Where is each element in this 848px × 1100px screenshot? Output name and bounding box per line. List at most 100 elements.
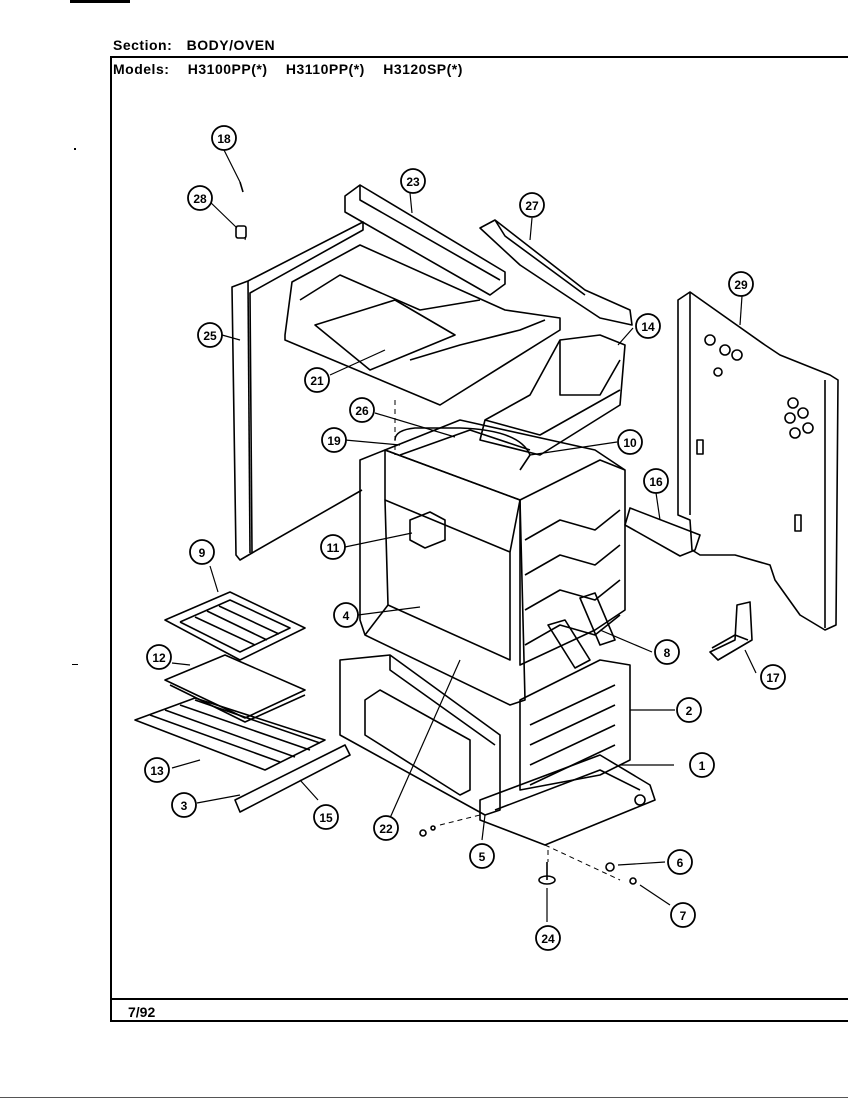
callout-8: 8 [654,639,680,665]
footer-rule [112,998,848,1000]
callout-circle [643,468,669,494]
callout-circle [144,757,170,783]
callout-circle [760,664,786,690]
callout-17: 17 [760,664,786,690]
callout-circle [676,697,702,723]
callout-28: 28 [187,185,213,211]
callout-2: 2 [676,697,702,723]
callout-23: 23 [400,168,426,194]
part-29-back-panel [677,291,839,631]
callout-number: 27 [525,199,539,213]
callout-10: 10 [617,429,643,455]
callout-circle [321,427,347,453]
page-bottom-rule [0,1097,848,1098]
callout-number: 2 [686,704,693,718]
revision-date: 7/92 [128,1004,156,1020]
callout-circle [667,849,693,875]
part-18-screw [239,181,244,193]
callout-number: 5 [479,850,486,864]
callout-number: 12 [152,651,166,665]
part-16-bracket [624,507,701,557]
models-label: Models: [113,61,170,77]
callout-number: 23 [406,175,420,189]
section-value: BODY/OVEN [186,37,276,53]
callout-7: 7 [670,902,696,928]
callout-15: 15 [313,804,339,830]
callout-number: 29 [734,278,748,292]
callout-number: 10 [623,436,637,450]
part-2-side-panel [519,659,631,791]
callout-11: 11 [320,534,346,560]
callout-circle [146,644,172,670]
callout-12: 12 [146,644,172,670]
scan-artifact [70,0,130,3]
callout-19: 19 [321,427,347,453]
callout-number: 22 [379,822,393,836]
callout-circle [728,271,754,297]
callout-circle [535,925,561,951]
callout-14: 14 [635,313,661,339]
callout-number: 24 [541,932,555,946]
model-number: H3100PP(*) [187,61,268,77]
part-23-top-rail [344,184,506,296]
callout-number: 21 [310,374,324,388]
model-number: H3110PP(*) [285,61,365,77]
part-28-clip [235,225,247,239]
part-21-cooktop-pan [284,244,561,406]
section-label: Section: [113,37,173,53]
leader-lines [171,149,757,922]
part-25-side-panel [231,221,364,561]
part-oven-front-frame [359,449,526,706]
callout-number: 18 [217,132,231,146]
part-8-hinge [547,592,616,669]
part-15-rail [234,744,351,813]
part-9-broil-pan [164,591,306,661]
callout-number: 8 [664,646,671,660]
callout-27: 27 [519,192,545,218]
callout-6: 6 [667,849,693,875]
callout-16: 16 [643,468,669,494]
callout-circle [211,125,237,151]
callout-circle [617,429,643,455]
callout-18: 18 [211,125,237,151]
callout-22: 22 [373,815,399,841]
part-oven-liner [384,419,626,666]
callout-number: 16 [649,475,663,489]
callout-number: 3 [181,799,188,813]
callout-circle [171,792,197,818]
scan-speck [74,148,76,150]
part-24-leveling-leg [538,862,556,885]
part-27-back-guard [479,219,633,326]
callout-circle [400,168,426,194]
callout-circle [197,322,223,348]
callout-5: 5 [469,843,495,869]
callout-13: 13 [144,757,170,783]
callout-number: 4 [343,609,350,623]
section-header: Section: BODY/OVEN [113,37,275,53]
callout-circle [635,313,661,339]
alignment-lines [244,235,621,881]
callout-26: 26 [349,397,375,423]
callout-number: 25 [203,329,217,343]
part-14-liner-top [479,334,626,456]
callout-9: 9 [189,539,215,565]
callout-number: 19 [327,434,341,448]
callout-circle [187,185,213,211]
callout-number: 7 [680,909,687,923]
callout-number: 15 [319,811,333,825]
callout-circle [304,367,330,393]
part-1-base [479,754,656,846]
callout-number: 14 [641,320,655,334]
callout-number: 17 [766,671,780,685]
part-17-bracket [709,601,753,661]
callout-circle [349,397,375,423]
part-11-sensor [409,511,446,549]
callout-circle [313,804,339,830]
callout-number: 13 [150,764,164,778]
model-number: H3120SP(*) [383,61,463,77]
callout-number: 9 [199,546,206,560]
part-13-oven-rack [134,697,326,771]
callout-25: 25 [197,322,223,348]
callout-4: 4 [333,602,359,628]
